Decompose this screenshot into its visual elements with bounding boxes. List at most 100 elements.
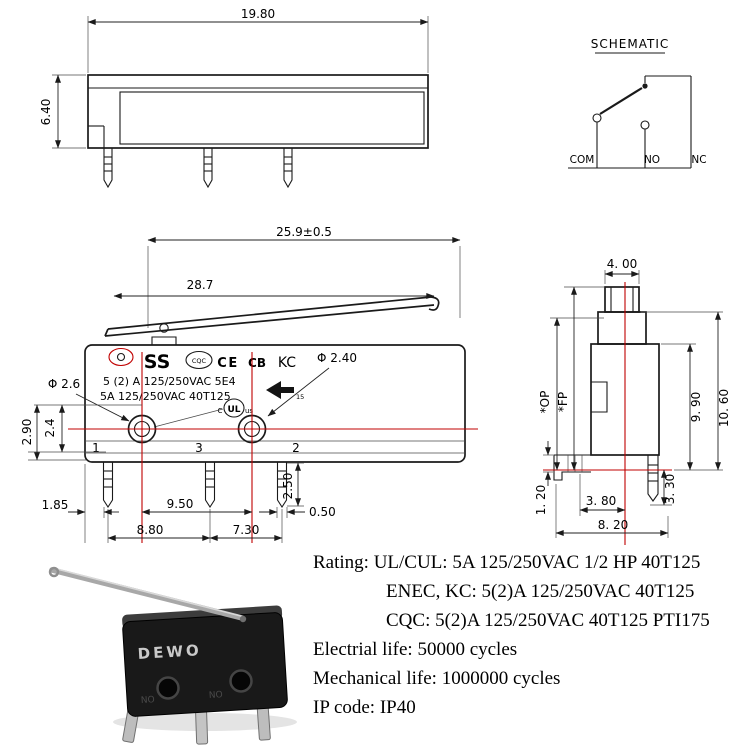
rating-marking-line1: 5 (2) A 125/250VAC 5E4: [103, 375, 236, 388]
cb-mark: CB: [248, 356, 266, 370]
dim-0-50: 0.50: [309, 505, 336, 519]
dim-1-20: 1. 20: [534, 485, 548, 516]
arrow-mark-note: 15: [296, 393, 304, 401]
dim-28-7: 28.7: [187, 278, 214, 292]
dim-depth: 8. 20: [555, 484, 669, 538]
rating-marking-line2: 5A 125/250VAC 40T125: [100, 390, 231, 403]
cqc-logo-oval: [185, 350, 213, 370]
dim-7-30: 7.30: [233, 523, 260, 537]
dim-button-width: 4. 00: [604, 257, 640, 284]
dim-phi-2-40: Φ 2.40: [317, 351, 357, 365]
spec-line-cqc: CQC: 5(2)A 125/250VAC 40T125 PTI175: [386, 610, 710, 631]
no-label: NO: [644, 154, 660, 166]
photo-marking-no-right: NO: [209, 690, 223, 701]
photo-brand: DEWO: [137, 641, 202, 663]
dim-3-30: 3. 30: [663, 474, 677, 505]
spec-line-ip-code: IP code: IP40: [313, 697, 416, 718]
pin: [203, 148, 213, 189]
dim-right-heights: 9. 90 10. 60: [641, 311, 731, 471]
lever-rivet: [159, 323, 169, 333]
dim-terminal-offset: 3. 80: [579, 474, 626, 516]
dim-pin-drop: 3. 30: [650, 469, 677, 506]
dim-9-50: 9.50: [167, 497, 194, 511]
dim-4-00: 4. 00: [607, 257, 638, 271]
photo-hole-left: [156, 676, 180, 700]
model-marking: SS: [144, 351, 171, 373]
side-bottom-pin: [647, 455, 659, 502]
pin: [103, 148, 113, 189]
ul-mark-c: c: [218, 406, 223, 416]
product-photo: DEWO NO NO: [48, 566, 297, 745]
schematic-title: SCHEMATIC: [591, 37, 669, 51]
left-dimensions: 2.4 2.90: [20, 404, 142, 461]
kc-mark: KC: [278, 355, 296, 371]
dim-3-80: 3. 80: [586, 494, 617, 508]
com-label: COM: [570, 154, 595, 166]
dim-1-85: 1.85: [42, 498, 69, 512]
plunger: [151, 336, 177, 345]
terminal-pins: 1 3 2: [92, 441, 300, 509]
dim-8-80: 8.80: [137, 523, 164, 537]
top-view-body-outline: [87, 74, 429, 149]
dim-phi-2-6: Φ 2.6: [48, 377, 80, 391]
moving-contact-lever: [599, 87, 643, 115]
fixed-contact-dot: [642, 83, 648, 89]
spec-line-mechanical-life: Mechanical life: 1000000 cycles: [313, 668, 560, 689]
photo-lever-highlight: [52, 567, 242, 617]
photo-hole-right: [229, 669, 253, 693]
pin: [283, 148, 293, 189]
photo-lever-curl: [48, 566, 60, 578]
ul-mark: c UL us: [218, 398, 253, 418]
top-view-height-dimension: 6.40: [39, 74, 86, 149]
ul-mark-ul: UL: [227, 405, 240, 415]
dim-9-90: 9. 90: [689, 392, 703, 423]
spec-line-enec-kc: ENEC, KC: 5(2)A 125/250VAC 40T125: [386, 581, 694, 602]
dim-2-90: 2.90: [20, 419, 34, 446]
photo-lever: [49, 567, 245, 621]
top-view-pins: [103, 148, 293, 189]
op-fp-dimensions: *OP *FP: [538, 286, 604, 471]
hole-diameter-callout: Φ 2.40: [267, 351, 357, 417]
schematic-section: SCHEMATIC COM NO NC: [568, 37, 707, 169]
spec-line-rating: Rating: UL/CUL: 5A 125/250VAC 1/2 HP 40T…: [313, 552, 700, 573]
dim-19-80: 19.80: [241, 7, 275, 21]
dim-lever-total: 28.7: [113, 278, 435, 299]
body-markings: SS CQC CE CB KC 5 (2) A 125/250VAC 5E4 5…: [100, 350, 304, 418]
side-centerlines: [543, 282, 672, 545]
top-side-view: 19.80 6.40: [39, 7, 429, 189]
top-view-width-dimension: 19.80: [87, 7, 429, 73]
spec-line-electrical-life: Electrial life: 50000 cycles: [313, 639, 517, 660]
pin-number-3: 3: [195, 441, 203, 455]
side-view: 4. 00 *OP *FP 9. 90 10.: [534, 257, 731, 545]
specs-text: Rating: UL/CUL: 5A 125/250VAC 1/2 HP 40T…: [313, 552, 710, 718]
dim-terminal-thickness: 1. 20: [534, 441, 553, 515]
ul-mark-us: us: [245, 407, 253, 415]
lever-tip-curl: [428, 296, 440, 311]
dim-10-60: 10. 60: [717, 389, 731, 427]
dim-lever-operating: 25.9±0.5: [147, 225, 461, 328]
dim-6-40: 6.40: [39, 99, 53, 126]
front-view: 25.9±0.5 28.7 SS CQC CE CB KC 5 (2) A 12…: [20, 225, 478, 543]
photo-lever-hinge: [239, 615, 247, 623]
switch-body-outline: [84, 344, 466, 463]
ce-mark: CE: [217, 356, 238, 371]
pivot-pin: [116, 352, 126, 362]
dim-2-4: 2.4: [43, 418, 57, 437]
ul-leader-line: [153, 408, 224, 428]
pin-diameter-callout: Φ 2.6: [48, 377, 130, 422]
photo-marking-no-left: NO: [141, 695, 155, 706]
fp-label: *FP: [556, 392, 570, 412]
dim-8-20: 8. 20: [598, 518, 629, 532]
pin-number-1: 1: [92, 441, 100, 455]
direction-arrow-icon: 15: [266, 381, 304, 401]
dim-2-50: 2.50: [281, 473, 295, 500]
cqc-mark: CQC: [192, 357, 207, 365]
op-label: *OP: [538, 391, 552, 414]
nc-label: NC: [691, 154, 706, 166]
lever-arm: [104, 296, 440, 345]
dim-25-9: 25.9±0.5: [276, 225, 332, 239]
pivot-highlight-ellipse: [108, 347, 134, 367]
schematic-circuit: [568, 75, 692, 169]
